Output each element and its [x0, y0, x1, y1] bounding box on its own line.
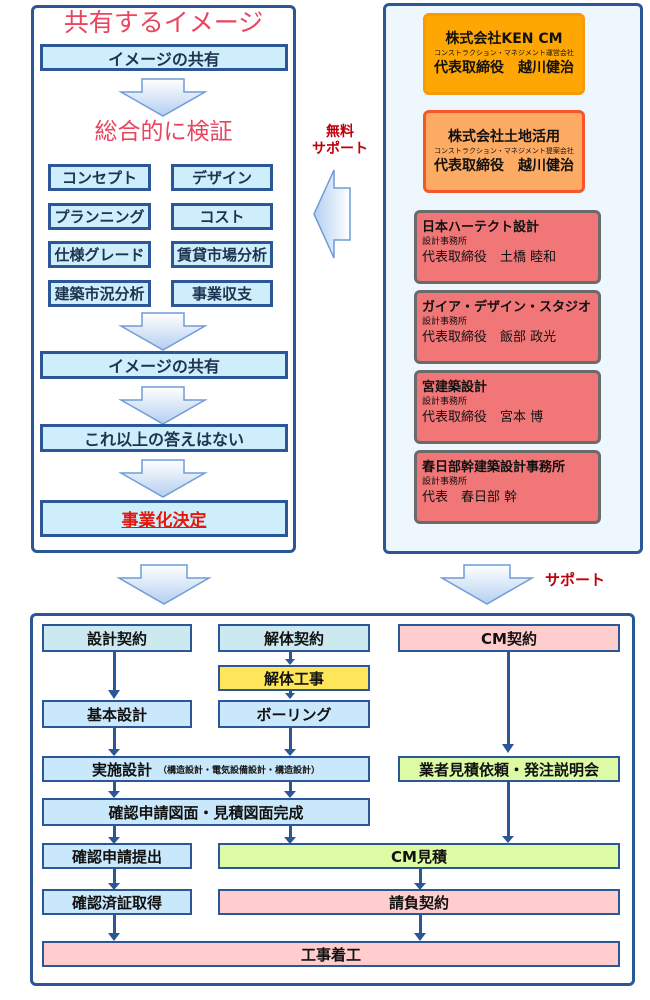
panel-title: 共有するイメージ	[63, 8, 264, 37]
company-card-tochi-katsuyou: 株式会社土地活用 コンストラクション・マネジメント提案会社 代表取締役 越川健治	[423, 110, 585, 193]
arrowhead-icon	[502, 836, 514, 843]
connector-line	[113, 652, 116, 694]
detailed-design-label: 実施設計	[91, 760, 152, 779]
arrowhead-icon	[285, 693, 295, 699]
grid-item-cost: コスト	[171, 203, 273, 230]
company-representative: 代表取締役 越川健治	[434, 60, 574, 76]
connector-line	[289, 826, 292, 840]
construction-contract: 請負契約	[218, 889, 620, 915]
office-type: 設計事務所	[422, 397, 468, 407]
grid-item-construction-market: 建築市況分析	[48, 280, 151, 307]
office-name: 宮建築設計	[422, 380, 488, 395]
office-representative: 代表取締役 飯部 政光	[422, 330, 557, 345]
down-arrow-icon	[118, 459, 208, 498]
arrowhead-icon	[285, 659, 295, 665]
grid-item-design: デザイン	[171, 164, 273, 191]
step-share-image-1: イメージの共有	[40, 44, 288, 71]
connector-line	[507, 782, 510, 839]
company-name: 株式会社土地活用	[448, 128, 560, 145]
office-type: 設計事務所	[422, 477, 468, 487]
arrowhead-icon	[108, 791, 120, 798]
arrowhead-icon	[108, 883, 120, 890]
connector-line	[507, 652, 510, 748]
arrowhead-icon	[284, 791, 296, 798]
connector-line	[419, 869, 422, 886]
company-role: コンストラクション・マネジメント提案会社	[434, 146, 574, 155]
comprehensive-review-heading: 総合的に検証	[94, 119, 233, 145]
arrowhead-icon	[284, 837, 296, 844]
support-label: サポート	[545, 571, 606, 589]
cm-contract: CM契約	[398, 624, 620, 652]
free-label: 無料	[326, 124, 354, 140]
office-representative: 代表取締役 宮本 博	[422, 410, 544, 425]
free-support-label: 無料 サポート	[300, 124, 380, 158]
detailed-design: 実施設計 （構造設計・電気設備設計・構造設計）	[42, 756, 370, 782]
arrowhead-icon	[108, 837, 120, 844]
arrowhead-icon	[108, 933, 120, 941]
grid-item-rental-market: 賃貸市場分析	[171, 241, 273, 268]
detailed-design-note: （構造設計・電気設備設計・構造設計）	[158, 765, 321, 776]
office-representative: 代表 春日部 幹	[422, 490, 518, 505]
down-arrow-icon	[118, 386, 208, 425]
connector-line	[289, 782, 292, 793]
arrowhead-icon	[414, 883, 426, 890]
step-share-image-2: イメージの共有	[40, 351, 288, 379]
step-no-better-answer: これ以上の答えはない	[40, 424, 288, 452]
arrowhead-icon	[284, 749, 296, 756]
drawings-complete: 確認申請図面・見積図面完成	[42, 798, 370, 826]
application-submission: 確認申請提出	[42, 843, 192, 869]
connector-line	[419, 915, 422, 938]
left-arrow-icon	[313, 169, 351, 259]
down-arrow-icon	[439, 564, 535, 605]
connector-line	[113, 869, 116, 886]
company-name: 株式会社KEN CM	[445, 31, 563, 47]
construction-start: 工事着工	[42, 941, 620, 967]
down-arrow-icon	[118, 78, 208, 117]
grid-item-spec-grade: 仕様グレード	[48, 241, 151, 268]
certificate-obtained: 確認済証取得	[42, 889, 192, 915]
down-arrow-icon	[116, 564, 212, 605]
arrowhead-icon	[502, 744, 514, 753]
arrowhead-icon	[108, 749, 120, 756]
business-decision: 事業化決定	[40, 500, 288, 537]
arrowhead-icon	[414, 933, 426, 941]
down-arrow-icon	[118, 312, 208, 351]
design-office-card: ガイア・デザイン・スタジオ 設計事務所 代表取締役 飯部 政光	[414, 290, 601, 364]
office-name: 春日部幹建築設計事務所	[422, 460, 566, 475]
office-type: 設計事務所	[422, 317, 468, 327]
office-name: ガイア・デザイン・スタジオ	[422, 300, 592, 315]
boring-survey: ボーリング	[218, 700, 370, 728]
connector-line	[289, 652, 292, 660]
arrowhead-icon	[108, 690, 120, 699]
demolition-contract: 解体契約	[218, 624, 370, 652]
company-card-ken-cm: 株式会社KEN CM コンストラクション・マネジメント運営会社 代表取締役 越川…	[423, 13, 585, 95]
connector-line	[113, 782, 116, 793]
office-name: 日本ハーテクト設計	[422, 220, 540, 235]
company-role: コンストラクション・マネジメント運営会社	[434, 49, 574, 57]
demolition-work: 解体工事	[218, 665, 370, 691]
office-representative: 代表取締役 土橋 睦和	[422, 250, 557, 265]
support-label: サポート	[312, 141, 368, 157]
connector-line	[289, 728, 292, 750]
design-office-card: 日本ハーテクト設計 設計事務所 代表取締役 土橋 睦和	[414, 210, 601, 284]
design-office-card: 宮建築設計 設計事務所 代表取締役 宮本 博	[414, 370, 601, 444]
grid-item-business-balance: 事業収支	[171, 280, 273, 307]
cm-estimate: CM見積	[218, 843, 620, 869]
company-representative: 代表取締役 越川健治	[434, 157, 574, 174]
grid-item-planning: プランニング	[48, 203, 151, 230]
design-contract: 設計契約	[42, 624, 192, 652]
basic-design: 基本設計	[42, 700, 192, 728]
office-type: 設計事務所	[422, 237, 468, 247]
vendor-quote-request: 業者見積依頼・発注説明会	[398, 756, 620, 782]
connector-line	[113, 826, 116, 840]
connector-line	[113, 728, 116, 750]
connector-line	[113, 915, 116, 938]
grid-item-concept: コンセプト	[48, 164, 151, 191]
design-office-card: 春日部幹建築設計事務所 設計事務所 代表 春日部 幹	[414, 450, 601, 524]
